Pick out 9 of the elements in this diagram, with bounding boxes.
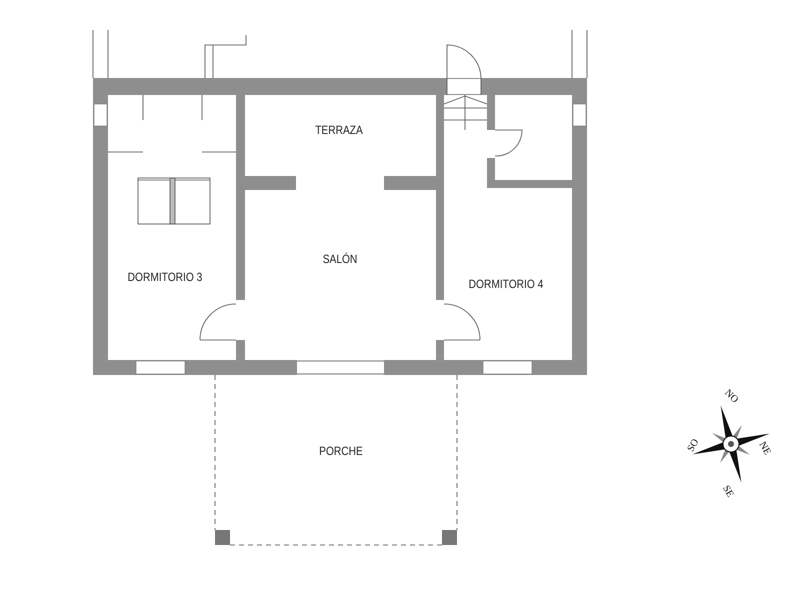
room-label: SALÓN — [322, 252, 358, 266]
compass-label: NO — [722, 388, 740, 406]
room-label: PORCHE — [319, 444, 363, 458]
room-label: DORMITORIO 4 — [468, 277, 544, 291]
room-label: TERRAZA — [315, 123, 363, 137]
compass-label: SE — [720, 484, 736, 500]
room-label: DORMITORIO 3 — [128, 270, 202, 284]
compass-label: SO — [685, 437, 702, 454]
compass-label: NE — [756, 440, 773, 458]
